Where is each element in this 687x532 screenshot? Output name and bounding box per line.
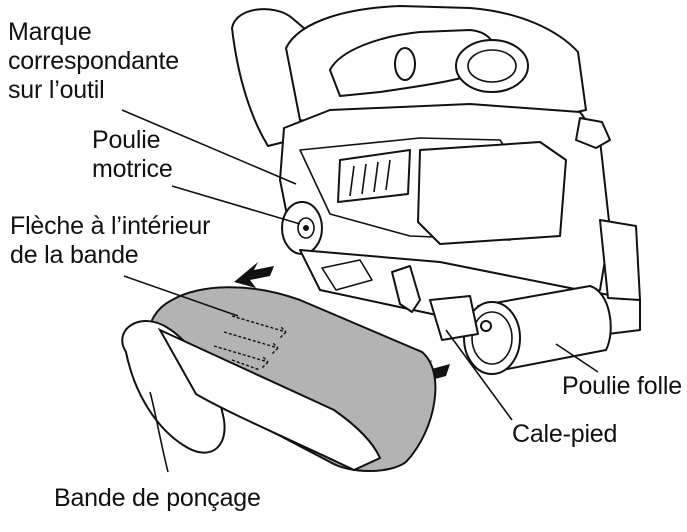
drive-pulley-body — [282, 202, 322, 254]
side-cover — [418, 142, 566, 244]
shoe-plate — [430, 296, 478, 340]
label-cale-pied: Cale-pied — [512, 420, 617, 449]
front-knob — [456, 40, 528, 92]
label-poulie-folle: Poulie folle — [562, 372, 682, 401]
label-poulie-motrice-line2: motrice — [92, 155, 173, 184]
right-side-frame — [600, 220, 640, 300]
handle-hole — [395, 48, 415, 80]
insert-arrow-upper — [234, 262, 274, 288]
idle-pulley-center — [481, 321, 491, 331]
vent-panel — [338, 150, 410, 202]
drive-pulley-center — [303, 225, 309, 231]
label-marque-line2: correspondante — [8, 47, 179, 76]
label-fleche-line2: de la bande — [10, 241, 138, 270]
label-bande-poncage: Bande de ponçage — [54, 484, 261, 513]
label-fleche-line1: Flèche à l’intérieur — [10, 212, 210, 241]
label-poulie-motrice-line1: Poulie — [92, 126, 160, 155]
label-marque-line3: sur l’outil — [8, 76, 104, 105]
label-marque-line1: Marque — [8, 18, 92, 47]
